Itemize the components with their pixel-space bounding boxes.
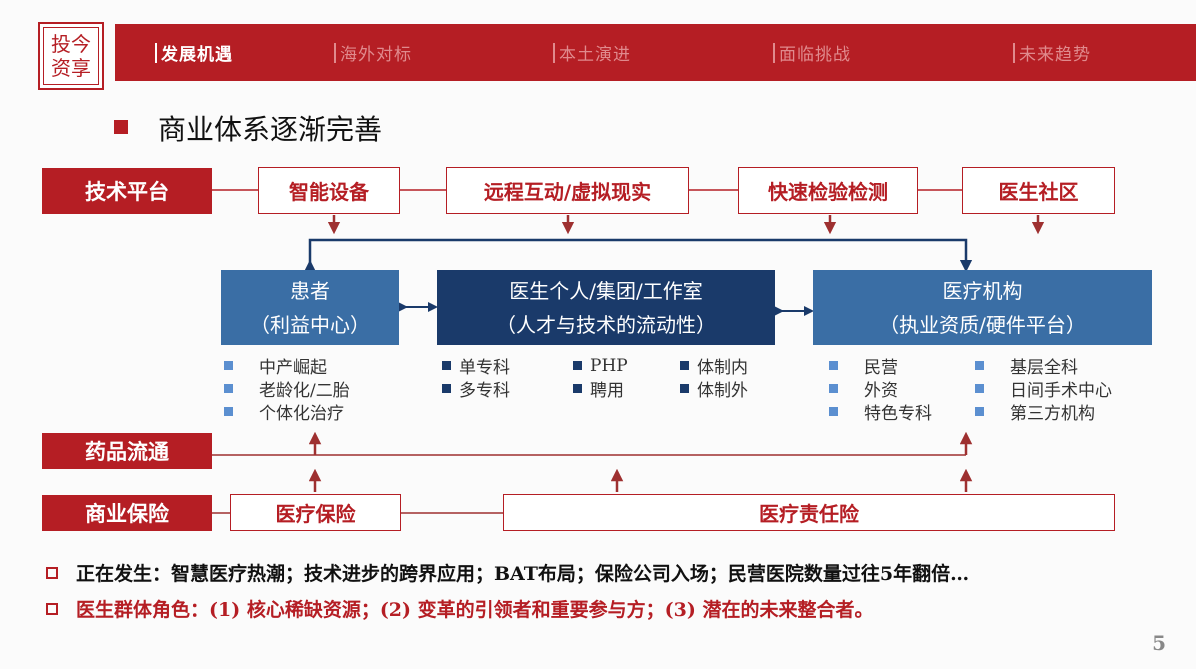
commercial-insurance-label: 商业保险 [42, 495, 212, 531]
smart-devices-box: 智能设备 [258, 167, 400, 214]
hollow-square-bullet-icon [46, 602, 58, 615]
institutions-title: 医疗机构 [942, 278, 1023, 303]
patients-subtitle: （利益中心） [250, 312, 370, 337]
tab-divider-icon [155, 42, 157, 63]
remote-vr-box: 远程互动/虚拟现实 [446, 167, 689, 214]
list-item-text: 单专科 [459, 358, 510, 378]
title-bullet-icon [114, 120, 128, 134]
list-item: 体制内 [680, 354, 748, 378]
doctor-community-box: 医生社区 [962, 167, 1115, 214]
list-item-text: 体制外 [697, 381, 748, 401]
tab-challenges[interactable]: 面临挑战 [773, 24, 851, 81]
drug-distribution-label: 药品流通 [42, 433, 212, 469]
rapid-testing-box: 快速检验检测 [738, 167, 918, 214]
list-item-text: 老龄化/二胎 [259, 381, 350, 401]
tab-future-trends[interactable]: 未来趋势 [1013, 24, 1091, 81]
list-item-text: 特色专科 [864, 404, 932, 424]
list-item: 第三方机构 [975, 400, 1112, 424]
list-item: 特色专科 [829, 400, 932, 424]
list-item-text: 中产崛起 [259, 358, 327, 378]
list-item-text: 体制内 [697, 358, 748, 378]
square-bullet-icon [975, 407, 984, 416]
list-item-text: 个体化治疗 [259, 404, 344, 424]
tab-divider-icon [553, 42, 555, 63]
note-doctor-role: 医生群体角色：(1) 核心稀缺资源；(2) 变革的引领者和重要参与方；(3) 潜… [46, 595, 873, 622]
doctors-title: 医生个人/集团/工作室 [509, 278, 703, 303]
doctors-bullet-col1: 单专科 多专科 [442, 354, 510, 401]
list-item-text: PHP [590, 355, 628, 376]
tab-label: 面临挑战 [779, 45, 851, 65]
note-text: 正在发生：智慧医疗热潮；技术进步的跨界应用；BAT布局；保险公司入场；民营医院数… [76, 563, 970, 585]
tab-local-evolution[interactable]: 本土演进 [553, 24, 631, 81]
list-item: 日间手术中心 [975, 377, 1112, 401]
hollow-square-bullet-icon [46, 566, 58, 579]
list-item: 个体化治疗 [224, 400, 350, 424]
top-nav-bar: 发展机遇 海外对标 本土演进 面临挑战 未来趋势 [115, 24, 1196, 81]
list-item: 体制外 [680, 377, 748, 401]
square-bullet-icon [573, 361, 582, 370]
doctors-bullet-col2: PHP 聘用 [573, 354, 628, 401]
tab-label: 发展机遇 [161, 45, 233, 65]
tab-divider-icon [334, 42, 336, 63]
list-item-text: 第三方机构 [1010, 404, 1095, 424]
tab-divider-icon [1013, 42, 1015, 63]
square-bullet-icon [975, 384, 984, 393]
logo: 投今资享 [38, 22, 104, 90]
square-bullet-icon [680, 361, 689, 370]
tab-label: 本土演进 [559, 45, 631, 65]
list-item-text: 多专科 [459, 381, 510, 401]
square-bullet-icon [224, 407, 233, 416]
list-item: 聘用 [573, 377, 628, 401]
square-bullet-icon [224, 384, 233, 393]
doctors-subtitle: （人才与技术的流动性） [496, 312, 716, 337]
square-bullet-icon [442, 361, 451, 370]
patients-title: 患者 [290, 278, 330, 303]
institutions-bullet-col2: 基层全科 日间手术中心 第三方机构 [975, 354, 1112, 424]
list-item: 民营 [829, 354, 932, 378]
list-item-text: 基层全科 [1010, 358, 1078, 378]
patients-bullet-list: 中产崛起 老龄化/二胎 个体化治疗 [224, 354, 350, 424]
note-happening: 正在发生：智慧医疗热潮；技术进步的跨界应用；BAT布局；保险公司入场；民营医院数… [46, 559, 969, 586]
list-item-text: 日间手术中心 [1010, 381, 1112, 401]
square-bullet-icon [442, 384, 451, 393]
list-item: 老龄化/二胎 [224, 377, 350, 401]
doctors-box: 医生个人/集团/工作室 （人才与技术的流动性） [437, 270, 775, 345]
square-bullet-icon [573, 384, 582, 393]
tab-development-opportunities[interactable]: 发展机遇 [155, 24, 233, 81]
list-item: 多专科 [442, 377, 510, 401]
tab-divider-icon [773, 42, 775, 63]
tab-label: 海外对标 [340, 45, 412, 65]
list-item: PHP [573, 354, 628, 377]
medical-liability-insurance-box: 医疗责任险 [503, 494, 1115, 531]
list-item: 中产崛起 [224, 354, 350, 378]
list-item-text: 民营 [864, 358, 898, 378]
square-bullet-icon [829, 361, 838, 370]
tab-overseas-benchmark[interactable]: 海外对标 [334, 24, 412, 81]
patients-box: 患者 （利益中心） [221, 270, 399, 345]
page-title: 商业体系逐渐完善 [158, 113, 383, 146]
page-number: 5 [1152, 631, 1166, 655]
doctors-bullet-col3: 体制内 体制外 [680, 354, 748, 401]
square-bullet-icon [829, 407, 838, 416]
institutions-bullet-col1: 民营 外资 特色专科 [829, 354, 932, 424]
square-bullet-icon [680, 384, 689, 393]
list-item: 单专科 [442, 354, 510, 378]
tech-platform-label: 技术平台 [42, 168, 212, 214]
list-item-text: 聘用 [590, 381, 624, 401]
institutions-box: 医疗机构 （执业资质/硬件平台） [813, 270, 1152, 345]
square-bullet-icon [975, 361, 984, 370]
square-bullet-icon [224, 361, 233, 370]
note-text: 医生群体角色：(1) 核心稀缺资源；(2) 变革的引领者和重要参与方；(3) 潜… [76, 599, 874, 621]
logo-text: 投今资享 [43, 27, 99, 85]
list-item: 基层全科 [975, 354, 1112, 378]
medical-insurance-box: 医疗保险 [230, 494, 401, 531]
tab-label: 未来趋势 [1019, 45, 1091, 65]
list-item-text: 外资 [864, 381, 898, 401]
list-item: 外资 [829, 377, 932, 401]
square-bullet-icon [829, 384, 838, 393]
institutions-subtitle: （执业资质/硬件平台） [879, 312, 1086, 337]
